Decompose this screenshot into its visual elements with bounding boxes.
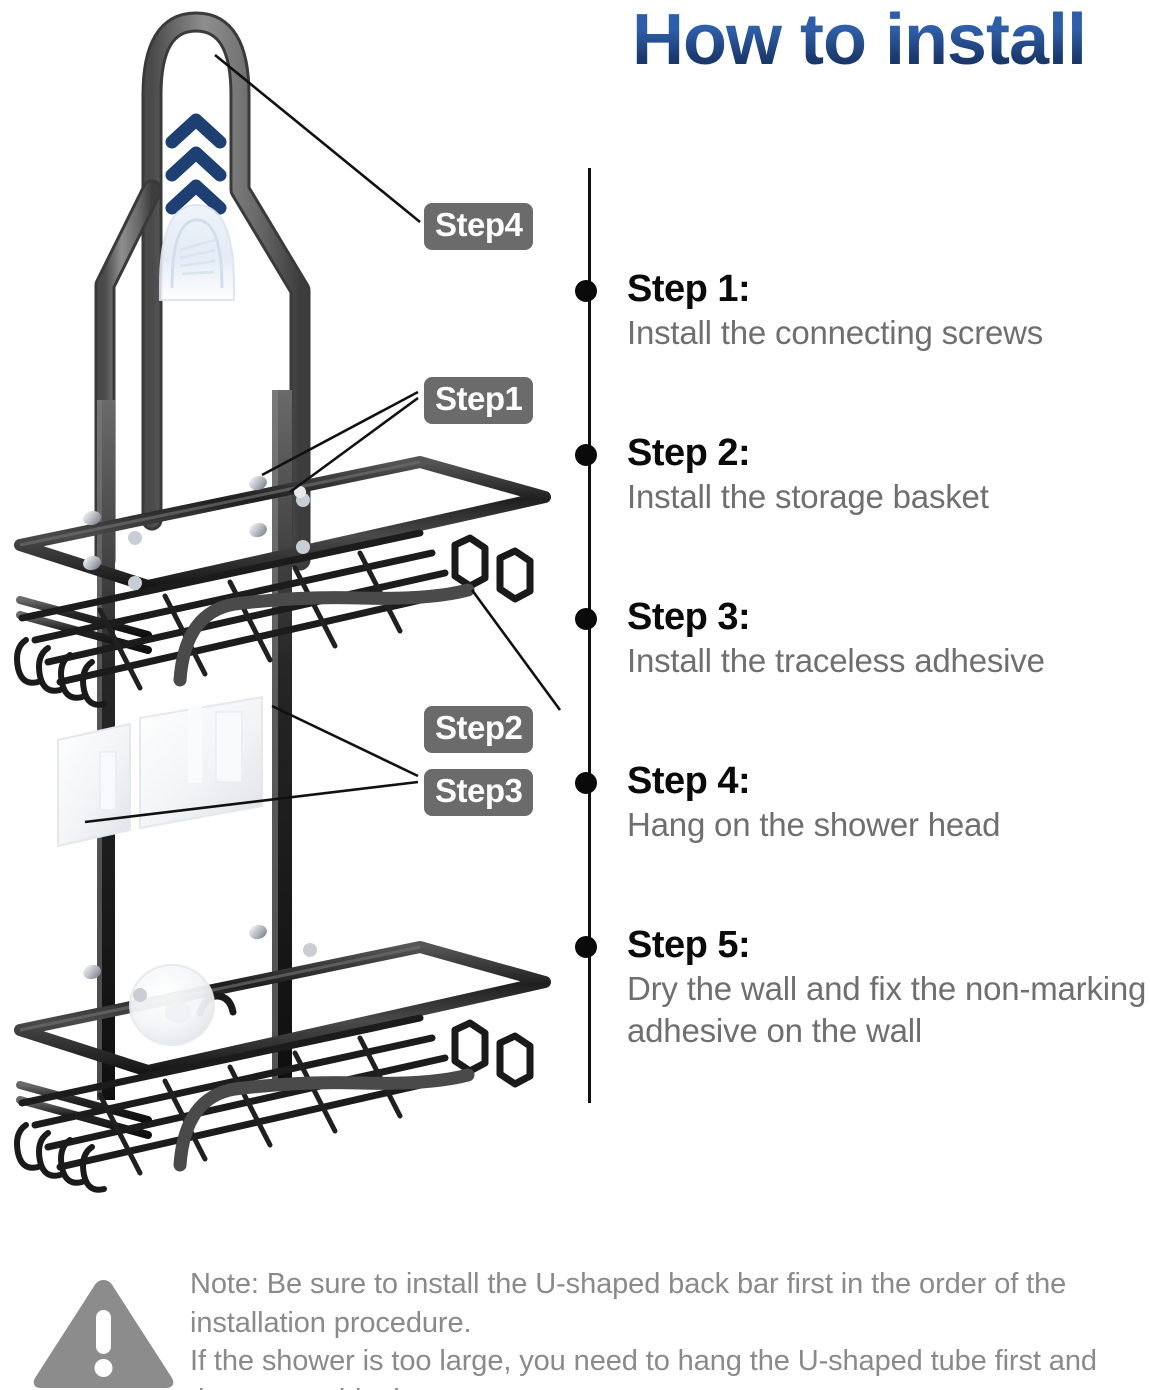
steps-timeline-line (588, 168, 591, 1103)
step-heading: Step 5: (627, 924, 751, 966)
silicone-grip (159, 203, 235, 301)
step-description: Install the storage basket (627, 478, 989, 515)
note-line-1: Note: Be sure to install the U-shaped ba… (190, 1268, 1067, 1339)
callout-step3: Step3 (424, 769, 534, 816)
step-bullet (575, 772, 597, 794)
note-line-2: If the shower is too large, you need to … (190, 1345, 1097, 1390)
note-text: Note: Be sure to install the U-shaped ba… (190, 1265, 1150, 1390)
step-heading: Step 4: (627, 760, 751, 802)
step-bullet (575, 608, 597, 630)
callout-step2: Step2 (424, 706, 534, 753)
leader-lines (84, 53, 562, 824)
upper-storage-basket (14, 456, 551, 708)
page-title: How to install (570, 4, 1148, 76)
step-description: Hang on the shower head (627, 806, 1001, 843)
step-bullet (575, 444, 597, 466)
shower-caddy-illustration (14, 11, 562, 1193)
lower-storage-basket (14, 924, 551, 1193)
step-description: Install the traceless adhesive (627, 642, 1045, 679)
step-heading: Step 2: (627, 432, 751, 474)
step-description: Install the connecting screws (627, 314, 1044, 351)
step-bullet (575, 280, 597, 302)
callout-step1: Step1 (424, 377, 534, 424)
adhesive-pads (57, 695, 263, 848)
chevron-up-icon (165, 113, 227, 215)
step-heading: Step 1: (627, 268, 751, 310)
callout-step4: Step4 (424, 203, 534, 250)
step-heading: Step 3: (627, 596, 751, 638)
warning-triangle-icon (33, 1280, 174, 1388)
screw-heads-lower (83, 924, 317, 1002)
step-bullet (575, 936, 597, 958)
screw-heads (83, 475, 310, 590)
step-description: Dry the wall and fix the non-marking adh… (627, 970, 1147, 1050)
